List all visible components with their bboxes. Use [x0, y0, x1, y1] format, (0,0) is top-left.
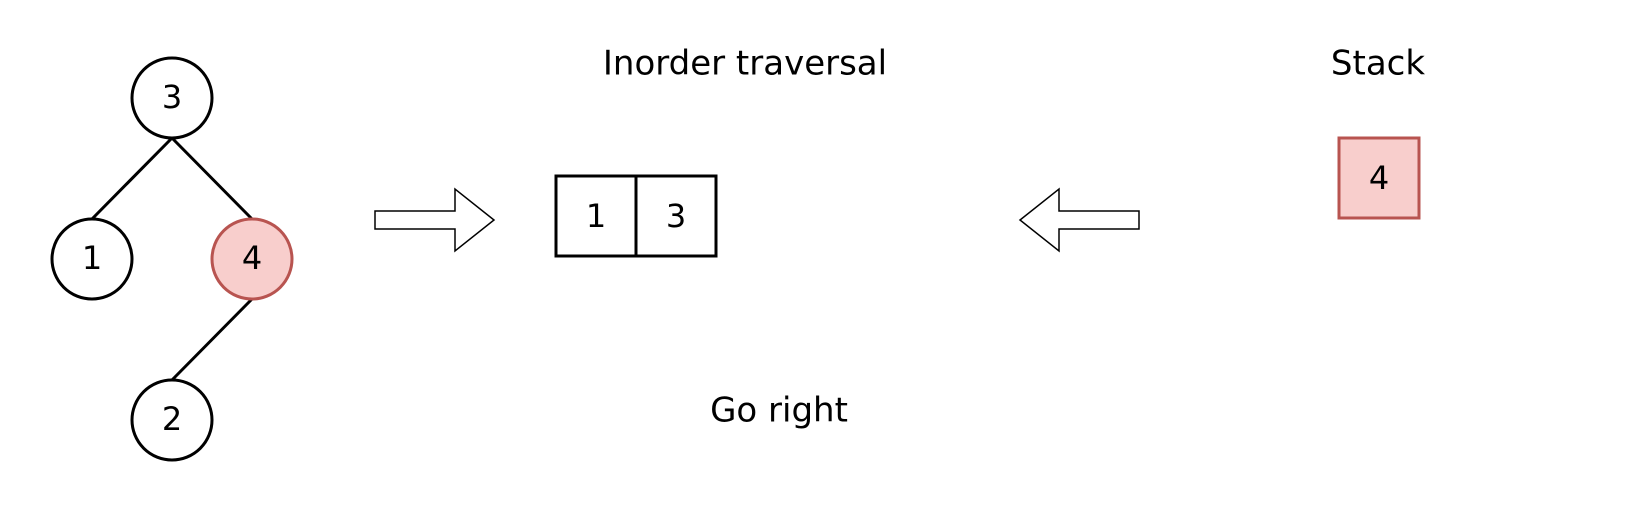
stack-item-0-label: 4 [1369, 159, 1389, 197]
tree-node-4-circle [210, 217, 294, 301]
tree-node-3-circle [130, 56, 214, 140]
tree-node-4: 4 [210, 217, 294, 301]
left-arrow-icon [1018, 187, 1140, 253]
tree-node-1-circle [50, 217, 134, 301]
tree-node-3-label: 3 [162, 78, 182, 116]
stack-item-0: 4 [1337, 136, 1421, 220]
tree-edge-n3-n1 [90, 136, 174, 221]
step-caption: Go right [710, 391, 848, 431]
inorder-cell-1: 3 [666, 197, 686, 235]
tree-edge-n4-n2 [170, 297, 254, 382]
tree-node-4-label: 4 [242, 239, 262, 277]
right-arrow-icon [374, 187, 496, 253]
inorder-cell-0: 1 [586, 197, 606, 235]
tree-node-1-label: 1 [82, 239, 102, 277]
stack-title: Stack [1331, 44, 1425, 84]
tree-node-2-circle [130, 378, 214, 462]
inorder-array: 1 3 [554, 174, 718, 258]
tree-edge-n3-n4 [170, 136, 254, 221]
binary-tree: 3 1 4 2 [50, 56, 294, 462]
tree-node-2: 2 [130, 378, 214, 462]
inorder-cell-0-box [554, 174, 638, 258]
inorder-title: Inorder traversal [603, 44, 887, 84]
tree-edges [90, 136, 254, 382]
inorder-cell-1-box [634, 174, 718, 258]
stack-item-0-box [1337, 136, 1421, 220]
tree-node-2-label: 2 [162, 400, 182, 438]
tree-node-1: 1 [50, 217, 134, 301]
tree-node-3: 3 [130, 56, 214, 140]
